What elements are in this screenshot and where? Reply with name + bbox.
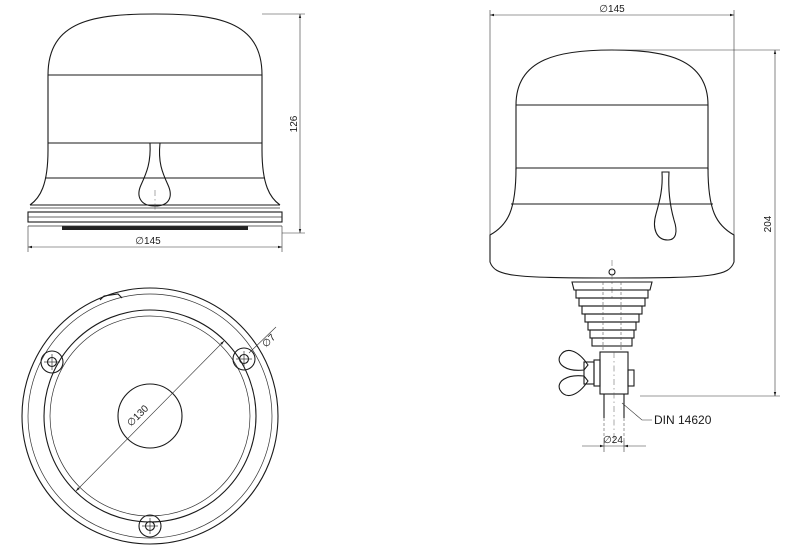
front-dome-outline xyxy=(47,13,263,150)
pole-ribbed-neck xyxy=(571,281,653,352)
mount-hole-bottom xyxy=(138,514,162,538)
din-leader-line xyxy=(621,402,652,421)
front-height-label: 126 xyxy=(289,115,300,132)
pole-view: ∅145 204 DIN 14620 ∅24 xyxy=(489,4,780,452)
bottom-hole-diameter-label: ∅7 xyxy=(260,332,278,350)
mount-hole-right xyxy=(232,347,256,371)
pole-diameter-label: ∅24 xyxy=(603,435,623,446)
bottom-hole-leader xyxy=(248,326,277,354)
pole-dome-outline xyxy=(515,49,709,170)
pole-width-label: ∅145 xyxy=(599,4,625,15)
bottom-lens-diameter-label: ∅130 xyxy=(125,403,151,429)
pole-height-label: 204 xyxy=(763,215,774,232)
din-standard-label: DIN 14620 xyxy=(654,413,712,427)
bottom-lens-dimension-line xyxy=(75,340,225,492)
front-view: 126 ∅145 xyxy=(27,13,305,252)
pole-wing-nut xyxy=(558,349,601,397)
mount-hole-left xyxy=(40,350,64,374)
front-width-label: ∅145 xyxy=(135,236,161,247)
front-gasket xyxy=(62,226,248,230)
bottom-view: ∅130 ∅7 xyxy=(21,287,279,545)
front-cable-grommet xyxy=(138,142,171,207)
bottom-notch xyxy=(99,293,123,301)
front-skirt-outline xyxy=(29,149,281,206)
pole-cable-grommet xyxy=(653,171,677,241)
pole-clamp-block xyxy=(599,351,629,395)
bottom-outer-ring xyxy=(21,287,279,545)
